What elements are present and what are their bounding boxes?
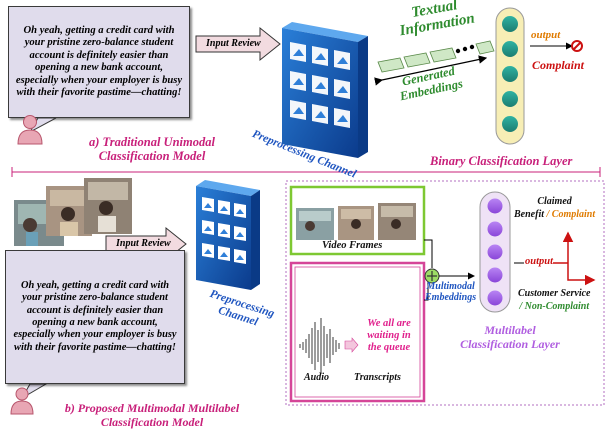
customer-service-label: Customer Service / Non-Complaint bbox=[518, 288, 591, 313]
output-branch-arrows bbox=[553, 231, 596, 286]
no-entry-icon bbox=[571, 40, 583, 52]
top-input-review-label: Input Review bbox=[206, 38, 261, 49]
top-preprocessing-panel bbox=[282, 22, 368, 158]
customer-service-text: Customer Service bbox=[518, 288, 591, 299]
embedding-double-arrow bbox=[374, 55, 488, 86]
person-icon bbox=[17, 115, 43, 145]
top-caption: a) Traditional Unimodal Classification M… bbox=[42, 135, 262, 164]
multimodal-line2: Embeddings bbox=[425, 292, 477, 303]
transcript-text: We all are waiting in the queue bbox=[367, 318, 411, 354]
binary-layer-label: Binary Classification Layer bbox=[430, 154, 573, 168]
multilabel-layer-label: Multilabel Classification Layer bbox=[440, 323, 580, 352]
top-utterance-text: Oh yeah, getting a credit card with your… bbox=[15, 24, 183, 99]
audio-waveform-icon bbox=[299, 318, 340, 374]
multimodal-embeddings-label: Multimodal Embeddings bbox=[425, 281, 476, 303]
bottom-caption: b) Proposed Multimodal Multilabel Classi… bbox=[22, 401, 282, 430]
speaker-video-frames bbox=[14, 178, 132, 246]
top-input-review-arrow bbox=[195, 26, 281, 62]
audio-label: Audio bbox=[304, 372, 330, 383]
multilabel-line2: Classification Layer bbox=[460, 336, 560, 351]
top-complaint-label: Complaint bbox=[532, 58, 585, 72]
claimed-benefit-label: Claimed Benefit / Complaint bbox=[514, 196, 595, 221]
video-frame-thumbnails bbox=[296, 203, 416, 240]
slash-noncomplaint-text: / Non-Complaint bbox=[519, 300, 590, 312]
audio-transcript-box bbox=[289, 261, 426, 403]
section-divider bbox=[11, 167, 601, 177]
top-caption-line1: a) Traditional Unimodal bbox=[89, 135, 215, 149]
binary-classification-layer bbox=[495, 7, 525, 145]
transcripts-label: Transcripts bbox=[354, 372, 401, 383]
benefit-text: Benefit bbox=[514, 208, 544, 220]
top-output-label: output bbox=[531, 29, 561, 41]
multimodal-line1: Multimodal bbox=[426, 281, 475, 292]
video-frames-label: Video Frames bbox=[322, 240, 383, 251]
multilabel-classification-layer bbox=[479, 191, 511, 313]
bottom-caption-line1: b) Proposed Multimodal Multilabel bbox=[64, 401, 240, 415]
slash-complaint-text: / Complaint bbox=[546, 208, 596, 220]
audio-to-transcript-arrow bbox=[344, 337, 359, 353]
top-utterance-bubble: Oh yeah, getting a credit card with your… bbox=[8, 6, 190, 118]
bottom-caption-line2: Classification Model bbox=[100, 414, 204, 429]
bottom-utterance-bubble: Oh yeah, getting a credit card with your… bbox=[5, 250, 185, 384]
claimed-line1: Claimed bbox=[537, 196, 572, 207]
bottom-input-review-label: Input Review bbox=[116, 238, 171, 249]
bottom-utterance-text: Oh yeah, getting a credit card with your… bbox=[13, 280, 177, 353]
fusion-connectors bbox=[424, 239, 433, 301]
multimodal-region bbox=[285, 180, 605, 406]
person-icon bbox=[10, 387, 34, 415]
multilabel-line1: Multilabel bbox=[484, 323, 536, 337]
bottom-preprocessing-panel bbox=[196, 180, 260, 290]
top-caption-line2: Classification Model bbox=[98, 149, 206, 164]
bottom-output-label: output bbox=[525, 256, 554, 267]
